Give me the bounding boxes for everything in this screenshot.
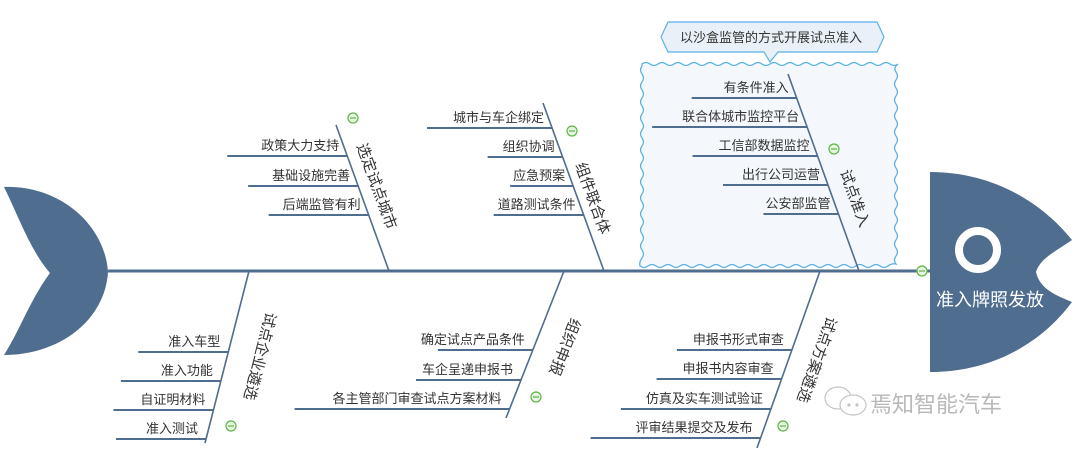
boundary-box	[639, 61, 899, 269]
main-bone	[787, 73, 860, 272]
cause-item: 评审结果提交及发布	[636, 420, 753, 436]
fish-head	[930, 172, 1072, 372]
category-label: 组织申报	[545, 316, 584, 378]
collapse-button[interactable]	[777, 420, 789, 432]
head-label: 准入牌照发放	[936, 290, 1044, 311]
category-label: 试点企业遴选	[240, 310, 280, 402]
callout-shape	[660, 21, 885, 64]
callout-label: 以沙盒监管的方式开展试点准入	[680, 30, 862, 46]
cause-item: 组织协调	[503, 140, 555, 155]
main-bone	[542, 102, 605, 272]
cause-item: 联合体城市监控平台	[682, 109, 799, 125]
cause-item: 道路测试条件	[498, 197, 576, 213]
cause-item: 各主管部门审查试点方案材料	[333, 391, 502, 407]
cause-item: 申报书形式审查	[693, 333, 784, 348]
cause-item: 车企呈递申报书	[422, 362, 513, 378]
cause-item: 有条件准入	[724, 80, 789, 96]
category-label: 选定试点城市	[353, 141, 401, 232]
collapse-button[interactable]	[566, 125, 578, 137]
fish-eye-icon	[955, 227, 1001, 273]
main-bone	[204, 270, 250, 444]
wechat-icon	[824, 386, 867, 416]
collapse-button[interactable]	[828, 143, 840, 155]
cause-item: 仿真及实车测试验证	[646, 391, 763, 407]
cause-item: 申报书内容审查	[683, 361, 774, 377]
main-bone	[505, 270, 565, 419]
main-bone	[756, 270, 821, 449]
cause-item: 后端监管有利	[283, 198, 361, 213]
cause-item: 自证明材料	[140, 393, 205, 408]
cause-item: 政策大力支持	[261, 138, 339, 154]
cause-item: 准入车型	[168, 334, 220, 350]
spine-collapse-button[interactable]	[916, 265, 928, 277]
cause-item: 公安部监管	[765, 197, 830, 212]
cause-item: 准入测试	[146, 422, 198, 437]
cause-item: 城市与车企绑定	[453, 110, 544, 126]
cause-item: 确定试点产品条件	[421, 332, 525, 348]
cause-item: 应急预案	[513, 168, 565, 184]
cause-item: 准入功能	[161, 364, 213, 379]
callout: 以沙盒监管的方式开展试点准入	[660, 21, 885, 64]
cause-item: 基础设施完善	[272, 168, 350, 184]
watermark: 焉知智能汽车	[824, 386, 1002, 418]
watermark-label: 焉知智能汽车	[870, 393, 1002, 418]
collapse-button[interactable]	[530, 391, 542, 403]
collapse-button[interactable]	[225, 420, 237, 432]
main-bone	[335, 124, 390, 272]
cause-item: 工信部数据监控	[719, 139, 810, 154]
cause-item: 出行公司运营	[742, 168, 820, 183]
fish-tail	[4, 186, 108, 355]
collapse-button[interactable]	[347, 112, 359, 124]
